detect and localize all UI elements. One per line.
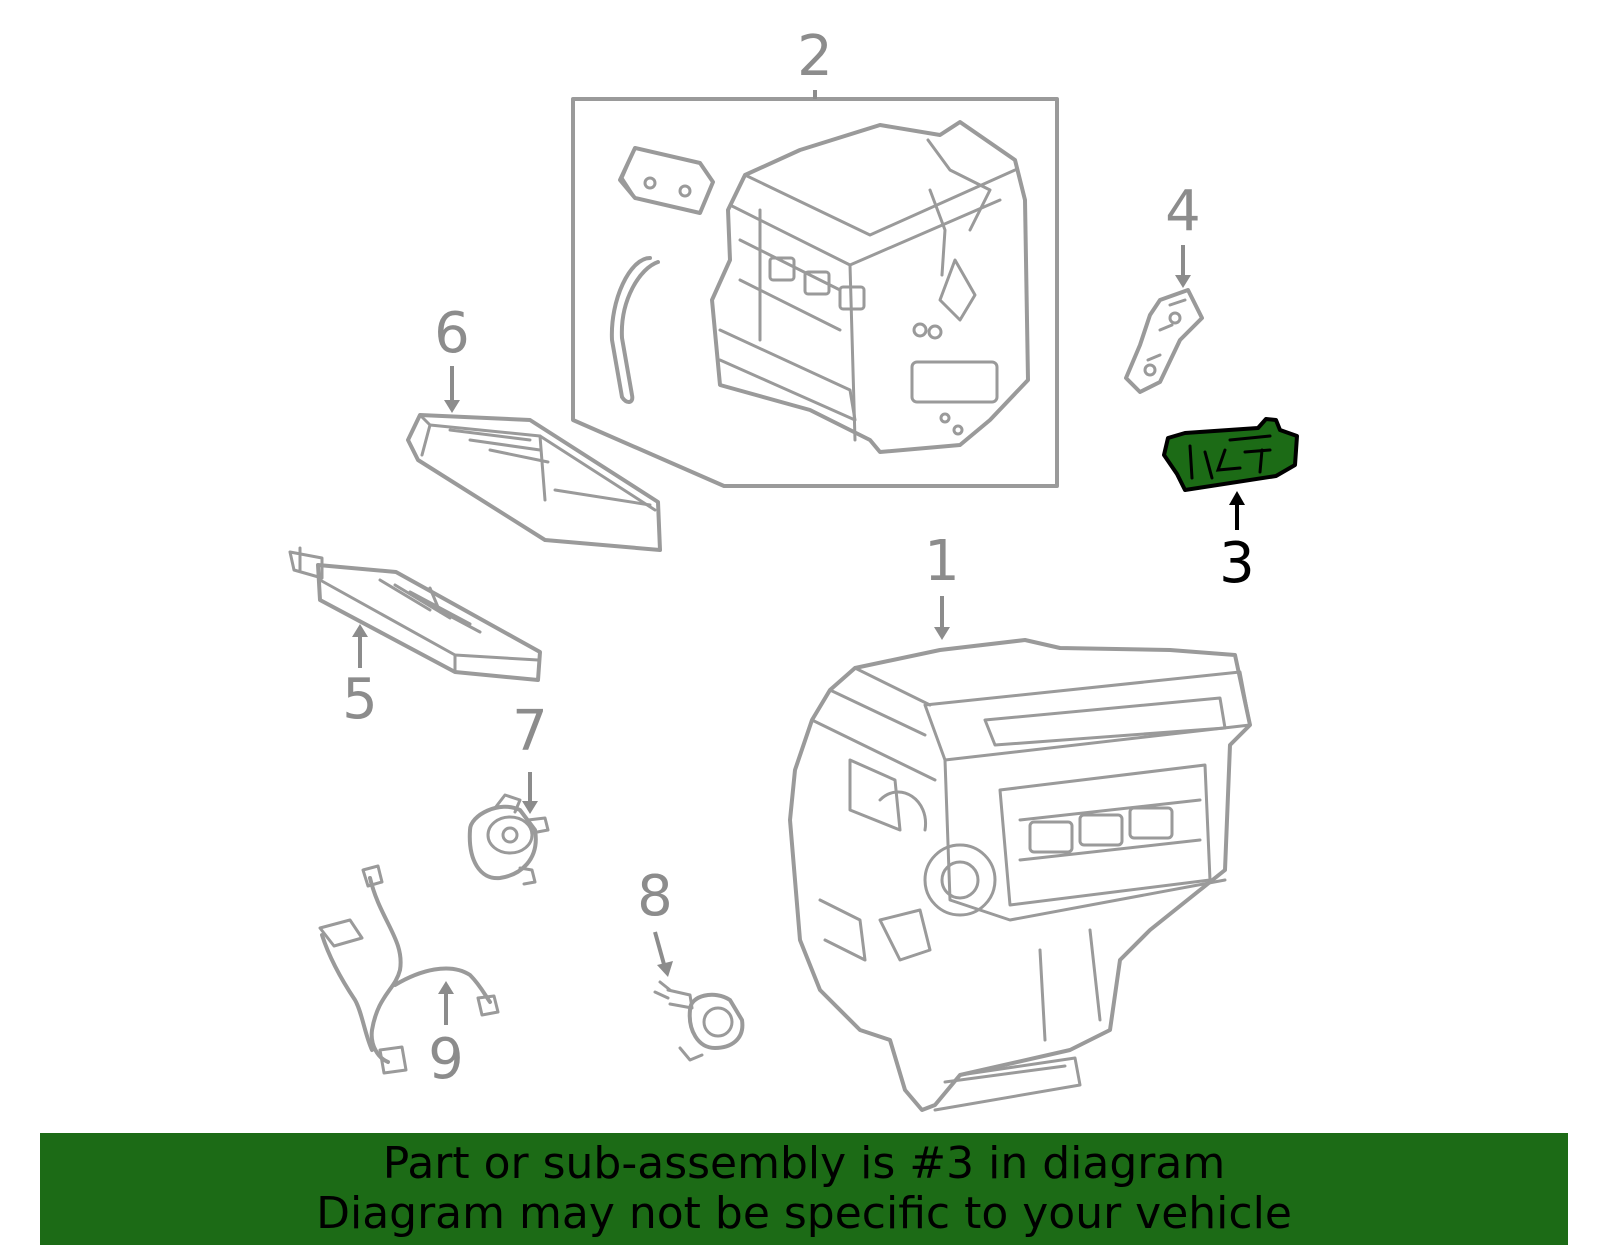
part-7-motor[interactable] xyxy=(467,772,550,886)
part-1-hvac-case[interactable] xyxy=(788,596,1252,1112)
callout-1: 1 xyxy=(924,529,960,594)
part-9-wiring-harness[interactable] xyxy=(318,864,500,1075)
part-6-core[interactable] xyxy=(406,366,662,552)
info-banner: Part or sub-assembly is #3 in diagram Di… xyxy=(40,1133,1568,1245)
callout-8: 8 xyxy=(637,864,673,929)
part-8-actuator[interactable] xyxy=(653,931,745,1062)
callout-5: 5 xyxy=(342,667,378,732)
callout-4: 4 xyxy=(1165,179,1201,244)
part-3-highlighted-part[interactable] xyxy=(1162,417,1299,530)
part-5-heater-core[interactable] xyxy=(288,546,542,682)
callout-6: 6 xyxy=(434,301,470,366)
banner-part-number-text: Part or sub-assembly is #3 in diagram xyxy=(382,1138,1226,1189)
callout-7: 7 xyxy=(512,699,548,764)
banner-disclaimer-text: Diagram may not be specific to your vehi… xyxy=(316,1188,1292,1239)
callout-3: 3 xyxy=(1219,531,1255,596)
part-2-upper-case-group[interactable] xyxy=(571,90,1059,488)
part-4-bracket[interactable] xyxy=(1124,245,1204,394)
callout-2: 2 xyxy=(797,24,833,89)
callout-9: 9 xyxy=(428,1027,464,1092)
